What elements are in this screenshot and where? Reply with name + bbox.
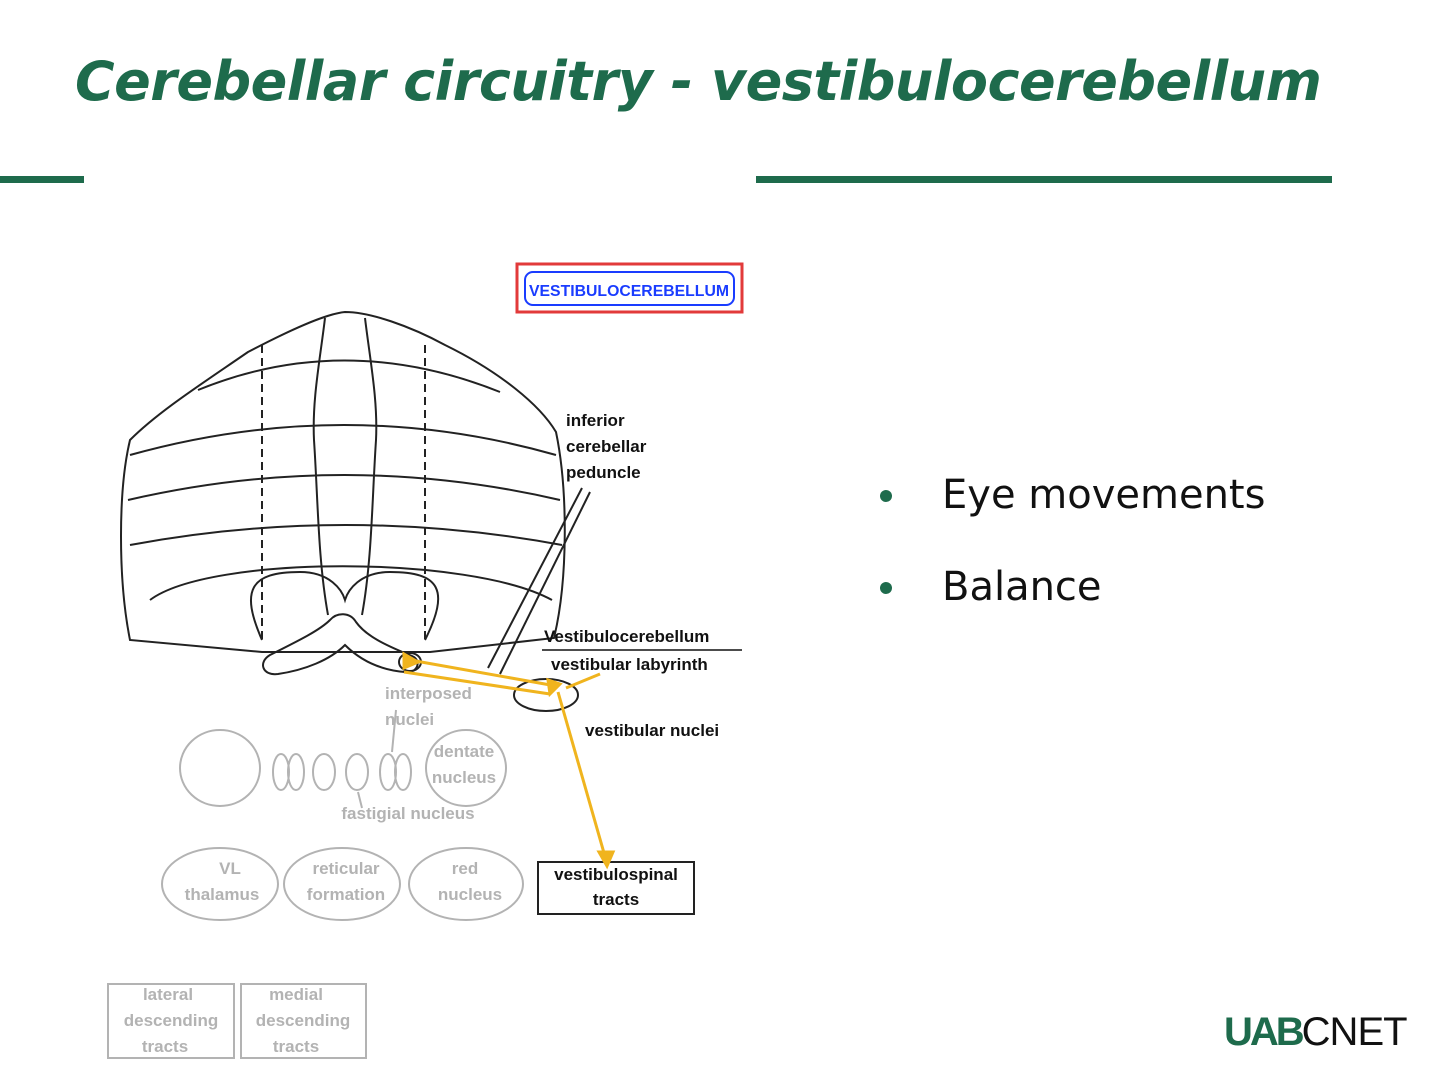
pathway-line [565, 672, 601, 690]
vestibular-pathway [402, 651, 616, 870]
slide-title: Cerebellar circuitry - vestibulocerebell… [75, 50, 1322, 113]
bullet-list: Eye movements Balance [870, 460, 1265, 644]
interposed-pointer [391, 709, 397, 753]
folium-line [197, 359, 501, 393]
red-nucleus-label: nucleus [438, 885, 502, 904]
interposed-oval [312, 753, 336, 791]
target-nuclei [161, 847, 524, 921]
bullet-item: Balance [870, 552, 1265, 644]
pathway-arrowhead [596, 850, 616, 870]
fastigial-oval [272, 753, 290, 791]
pathway-arrowhead [402, 651, 422, 671]
lateral-tracts-label: descending [124, 1011, 218, 1030]
vestibular-labyrinth-label: vestibular labyrinth [551, 655, 708, 674]
peduncle-line [499, 491, 591, 675]
logo-uab: UAB [1224, 1010, 1305, 1054]
dentate-oval [425, 729, 507, 807]
interposed-oval [394, 753, 412, 791]
folium-line [129, 424, 557, 456]
logo-cnet: CNET [1301, 1010, 1408, 1054]
bullet-text: Balance [942, 564, 1102, 610]
vestibulospinal-label: tracts [593, 890, 639, 909]
vl-thalamus-oval [161, 847, 279, 921]
folium-line [129, 524, 563, 546]
medial-tracts-label: medial [269, 985, 323, 1004]
diagram-labels: inferior cerebellar peduncle Vestibuloce… [542, 411, 742, 909]
medial-tracts-label: tracts [273, 1037, 319, 1056]
dentate-label: dentate [434, 742, 494, 761]
vestibular-nuclei-label: vestibular nuclei [585, 721, 719, 740]
medial-tracts-label: descending [256, 1011, 350, 1030]
folium-line [149, 565, 553, 601]
flocculonodular-lobe [262, 613, 419, 676]
red-nucleus-oval [408, 847, 524, 921]
vestibular-nuclei-oval [513, 678, 579, 712]
lateral-tracts-label: lateral [143, 985, 193, 1004]
faded-labels: interposed nuclei dentate nucleus fastig… [124, 684, 502, 1056]
title-rule-left [0, 176, 84, 183]
bullet-item: Eye movements [870, 460, 1265, 552]
cerebellum-body [120, 310, 566, 653]
reticular-formation-oval [283, 847, 401, 921]
interposed-oval [379, 753, 397, 791]
fastigial-label: fastigial nucleus [341, 804, 474, 823]
descending-tract-boxes [107, 983, 367, 1059]
pathway-line [409, 658, 557, 688]
vl-thalamus-label: VL [219, 859, 241, 878]
folium-line [127, 474, 561, 501]
peduncle-lines [487, 487, 591, 675]
deep-nucleus-large [179, 729, 261, 807]
vermis-line [312, 317, 329, 616]
reticular-label: reticular [312, 859, 379, 878]
cerebellum-outline [120, 310, 566, 676]
vermis-line [361, 317, 378, 616]
lateral-tracts-label: tracts [142, 1037, 188, 1056]
bullet-dot-icon [880, 490, 892, 502]
icp-label: cerebellar [566, 437, 647, 456]
vestibulocerebellum-label: Vestibulocerebellum [544, 627, 709, 646]
interposed-label: interposed [385, 684, 472, 703]
pathway-line [556, 691, 608, 861]
icp-label: peduncle [566, 463, 641, 482]
badge-inner-box [524, 271, 735, 306]
peduncle-line [487, 487, 583, 669]
bullet-text: Eye movements [942, 472, 1266, 518]
pathway-line [403, 670, 551, 696]
fastigial-oval [287, 753, 305, 791]
deep-cerebellar-nuclei [179, 709, 507, 809]
vestibulocerebellum-badge: VESTIBULOCEREBELLUM [515, 262, 744, 314]
dentate-label: nucleus [432, 768, 496, 787]
pathway-arrowhead [546, 677, 563, 698]
title-rule-right [756, 176, 1332, 183]
interposed-label: nuclei [385, 710, 434, 729]
vestibulospinal-box [537, 861, 695, 915]
uab-cnet-logo: UABCNET [1224, 1010, 1408, 1054]
interposed-oval [345, 753, 369, 791]
vestibulospinal-label: vestibulospinal [554, 865, 678, 884]
bullet-dot-icon [880, 582, 892, 594]
badge-text: VESTIBULOCEREBELLUM [529, 283, 729, 300]
fastigial-pointer [357, 791, 363, 809]
vl-thalamus-label: thalamus [185, 885, 260, 904]
medial-tracts-box [240, 983, 367, 1059]
tonsil-outline [249, 570, 440, 641]
red-nucleus-label: red [452, 859, 478, 878]
lateral-tracts-box [107, 983, 235, 1059]
icp-label: inferior [566, 411, 625, 430]
reticular-label: formation [307, 885, 385, 904]
